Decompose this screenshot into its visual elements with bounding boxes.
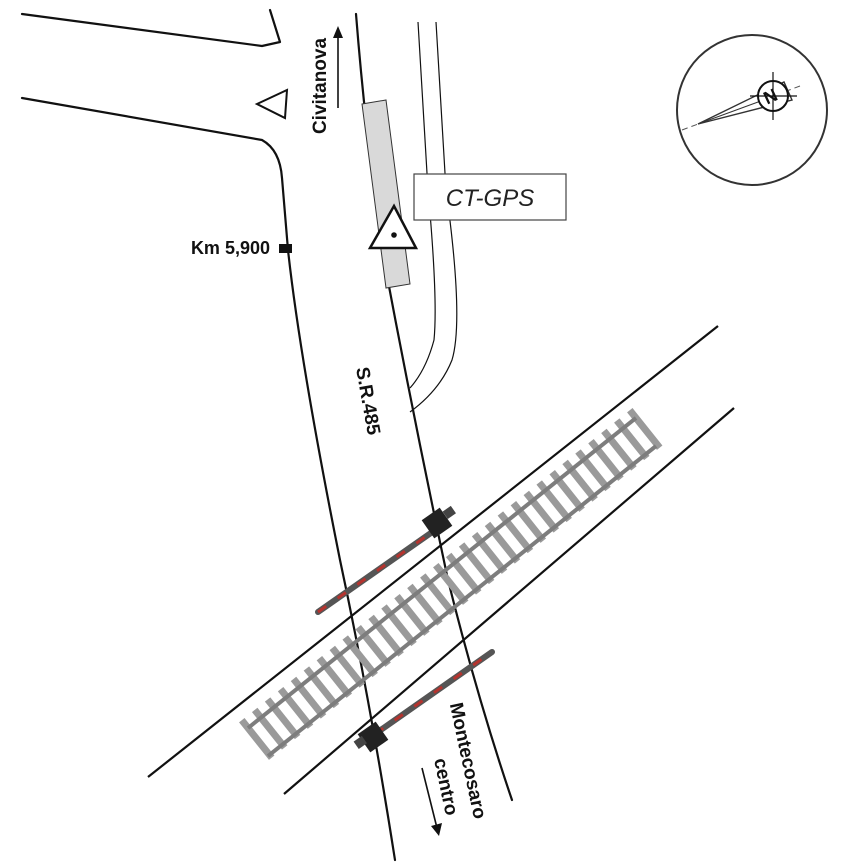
- triangle-dot-icon: [367, 203, 419, 250]
- station-label: CT-GPS: [446, 185, 534, 212]
- direction-label-civitanova: Civitanova: [310, 38, 331, 135]
- barrier-icon: [315, 505, 495, 753]
- km-marker-label: Km 5,900: [191, 238, 270, 258]
- side-road: [20, 8, 290, 252]
- railway-sleeper: [303, 666, 340, 709]
- platform: [361, 99, 411, 289]
- north-arrow-icon: N: [676, 34, 828, 186]
- railway-sleeper: [381, 604, 417, 647]
- railway-sleeper: [627, 408, 663, 450]
- arrow-up-icon: [333, 26, 343, 108]
- railway-sleeper: [458, 542, 495, 585]
- direction-label-centro: centro: [429, 756, 462, 817]
- side-path: [409, 21, 458, 413]
- triangle-outline-icon: [254, 88, 289, 120]
- railway-track: [239, 408, 663, 760]
- km-marker-tick: [279, 244, 292, 253]
- railway-sleeper: [614, 418, 650, 461]
- railway-sleeper: [575, 449, 611, 492]
- railway-sleeper: [536, 480, 572, 523]
- railway-boundary: [147, 325, 735, 795]
- station-label-box: [413, 173, 567, 221]
- main-road-sr485: [286, 12, 514, 862]
- railway-sleeper: [264, 697, 301, 740]
- railway-sleeper: [497, 511, 534, 554]
- railway-sleeper: [420, 573, 456, 616]
- arrow-down-icon: [421, 767, 442, 836]
- railway-sleeper: [342, 635, 378, 678]
- road-label: S.R.485: [351, 365, 384, 437]
